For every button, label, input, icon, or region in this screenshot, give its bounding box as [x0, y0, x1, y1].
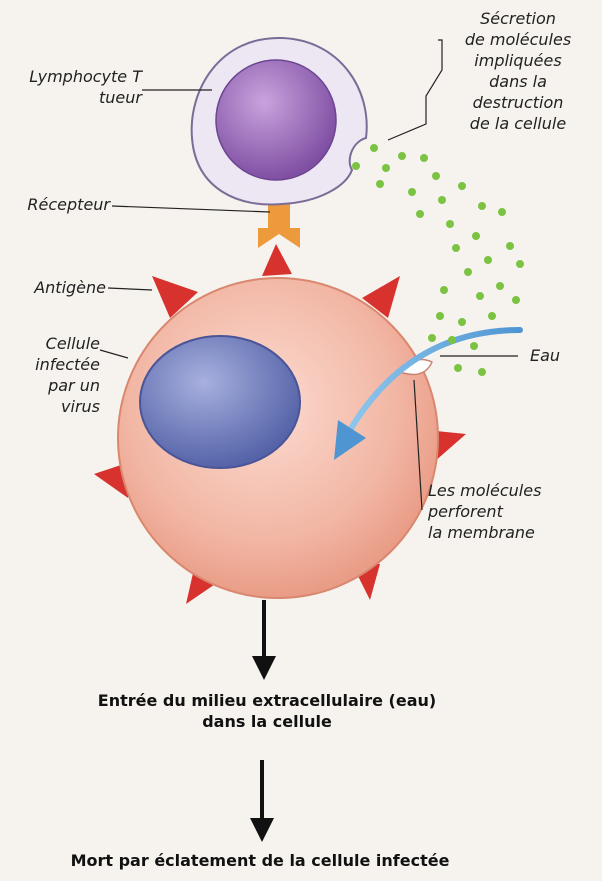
- label-secretion: Sécretion de molécules impliquées dans l…: [450, 8, 586, 134]
- step-mort: Mort par éclatement de la cellule infect…: [40, 850, 480, 871]
- label-perforent-line: perforent: [428, 501, 541, 522]
- label-perforent-line: Les molécules: [428, 480, 541, 501]
- lymphocyte-nucleus: [216, 60, 336, 180]
- label-secretion-line: destruction: [450, 92, 586, 113]
- label-secretion-line: de molécules: [450, 29, 586, 50]
- label-recepteur: Récepteur: [6, 194, 110, 215]
- label-perforent-line: la membrane: [428, 522, 541, 543]
- label-cellule-line: par un: [6, 375, 100, 396]
- label-antigene: Antigène: [6, 277, 106, 298]
- label-lymphocyte: Lymphocyte T tueur: [12, 66, 142, 108]
- label-eau: Eau: [530, 345, 560, 366]
- label-lymphocyte-line: tueur: [12, 87, 142, 108]
- label-cellule: Cellule infectée par un virus: [6, 333, 100, 417]
- step-entree: Entrée du milieu extracellulaire (eau) d…: [60, 690, 474, 732]
- label-secretion-line: dans la: [450, 71, 586, 92]
- antigen-spike: [262, 244, 292, 276]
- label-cellule-line: Cellule: [6, 333, 100, 354]
- step-entree-line: dans la cellule: [60, 711, 474, 732]
- cell-nucleus: [140, 336, 300, 468]
- label-secretion-line: de la cellule: [450, 113, 586, 134]
- step-entree-line: Entrée du milieu extracellulaire (eau): [60, 690, 474, 711]
- label-secretion-line: Sécretion: [450, 8, 586, 29]
- label-cellule-line: infectée: [6, 354, 100, 375]
- label-cellule-line: virus: [6, 396, 100, 417]
- label-lymphocyte-line: Lymphocyte T: [12, 66, 142, 87]
- label-secretion-line: impliquées: [450, 50, 586, 71]
- label-perforent: Les molécules perforent la membrane: [428, 480, 541, 543]
